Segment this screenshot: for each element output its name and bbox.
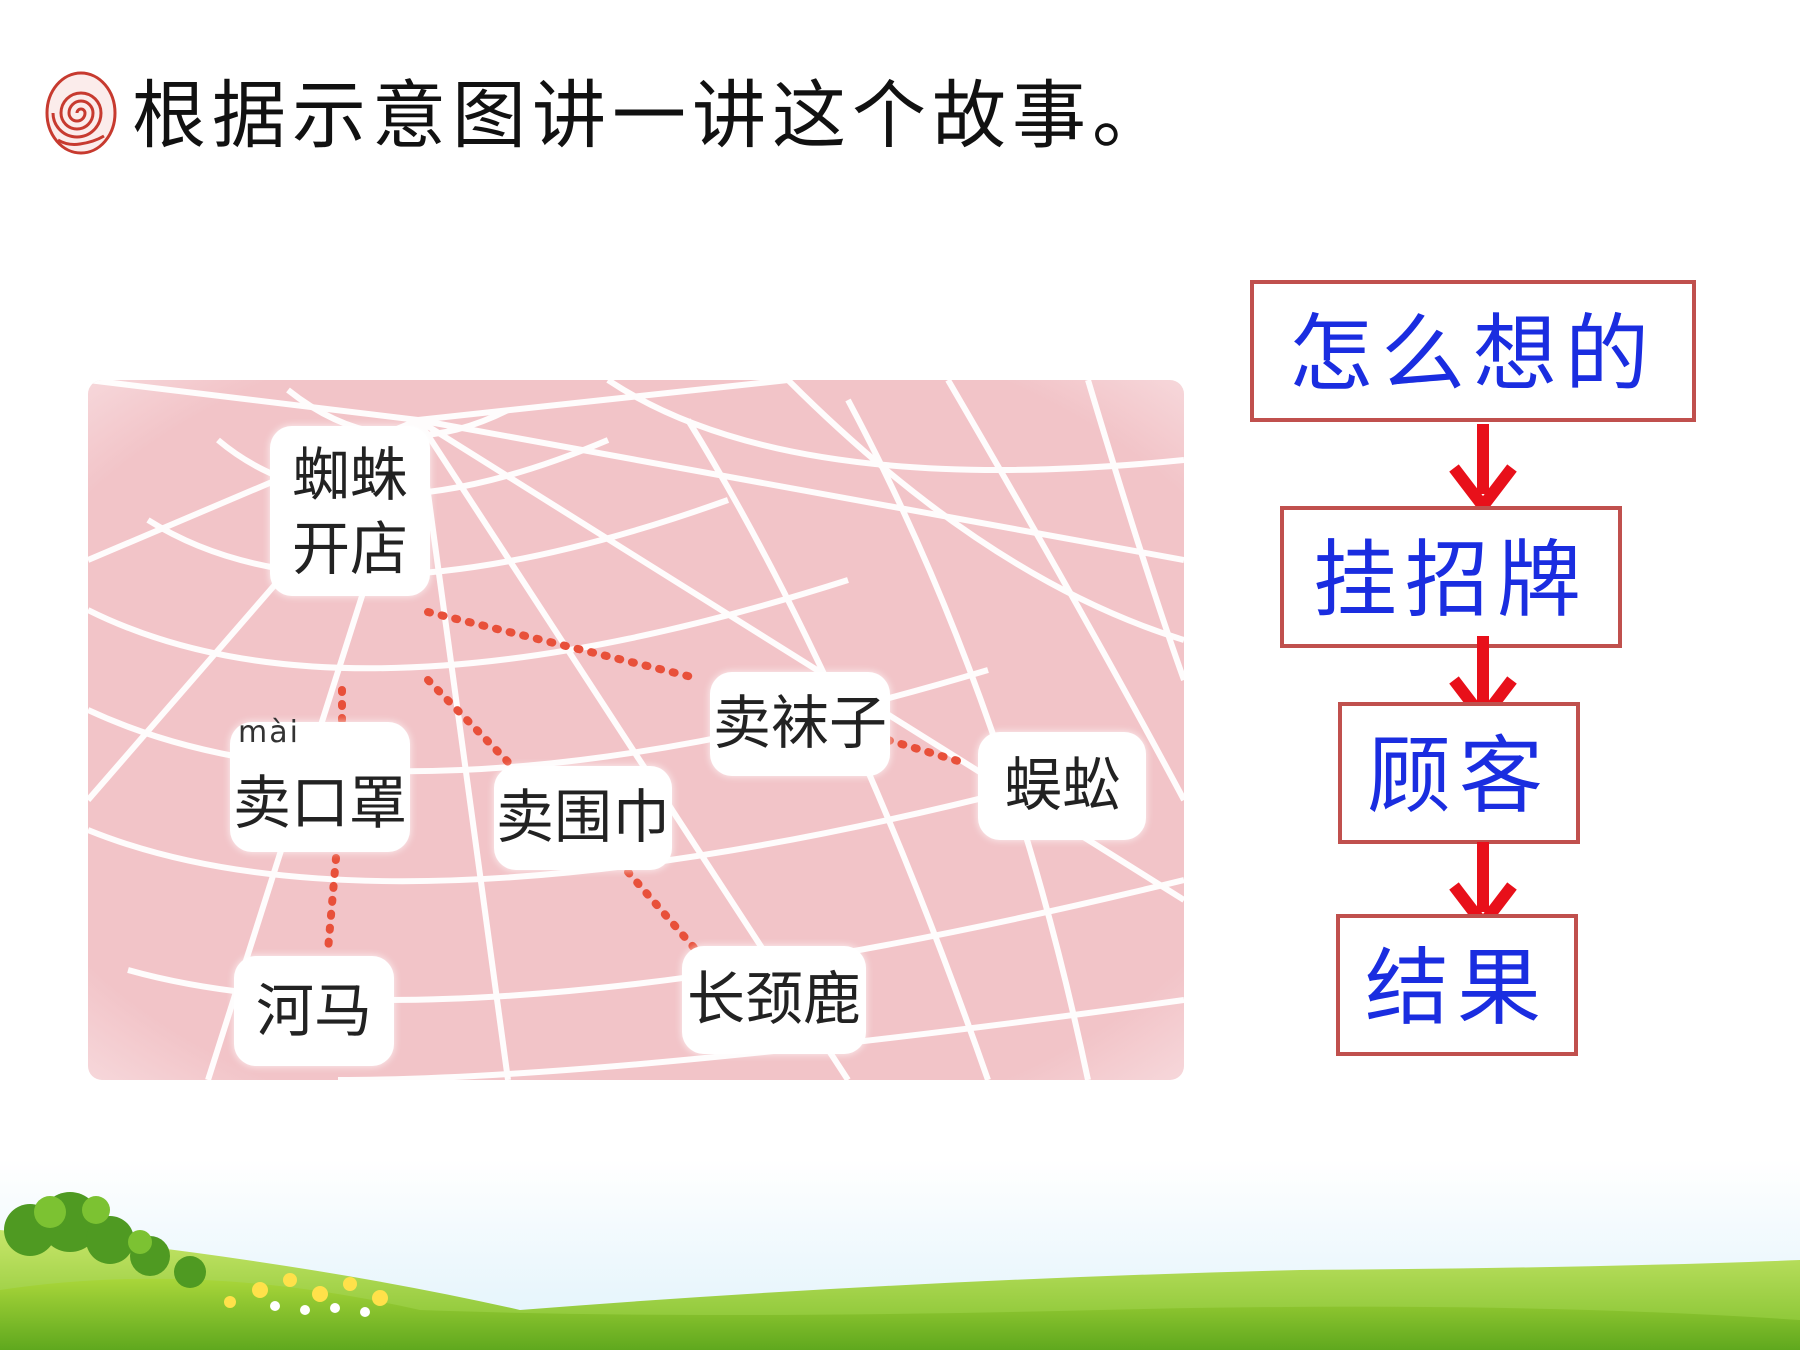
node-sell-masks: mài 卖口罩 [230,716,410,852]
spiral-seal-icon [45,71,117,155]
node-sell-socks-label: 卖袜子 [712,689,887,757]
node-centipede: 蜈蚣 [978,732,1146,840]
edge-spider-scarves [424,676,512,766]
node-hippo: 河马 [234,956,394,1066]
slide-title: 根据示意图讲一讲这个故事。 [132,73,1172,159]
flow-step-2: 挂招牌 [1280,506,1622,648]
edge-masks-hippo [324,854,340,954]
flow-step-1: 怎么想的 [1250,280,1696,422]
spider-web-diagram: 蜘蛛 开店 mài 卖口罩 卖围巾 卖袜子 河马 长颈鹿 蜈蚣 [88,380,1184,1080]
node-sell-socks: 卖袜子 [710,672,890,776]
edge-socks-centipede [884,736,972,768]
node-hippo-label: 河马 [255,977,372,1045]
pinyin-mai: mài [238,715,300,750]
node-giraffe: 长颈鹿 [682,946,866,1054]
node-sell-scarves: 卖围巾 [494,766,672,870]
node-spider-shop-line2: 开店 [291,515,408,583]
flow-step-4: 结果 [1336,914,1578,1056]
node-sell-scarves-label: 卖围巾 [495,783,670,851]
node-spider-shop: 蜘蛛 开店 [270,426,430,596]
down-arrow-icon-1 [1449,424,1517,512]
edge-scarves-giraffe [624,868,700,954]
node-sell-masks-label: 卖口罩 [232,769,407,837]
flow-step-3: 顾客 [1338,702,1580,844]
node-spider-shop-line1: 蜘蛛 [291,441,408,509]
node-centipede-label: 蜈蚣 [1003,751,1120,819]
grass-landscape-decoration [0,1160,1800,1350]
node-giraffe-label: 长颈鹿 [686,965,861,1033]
edge-spider-socks [424,608,700,682]
